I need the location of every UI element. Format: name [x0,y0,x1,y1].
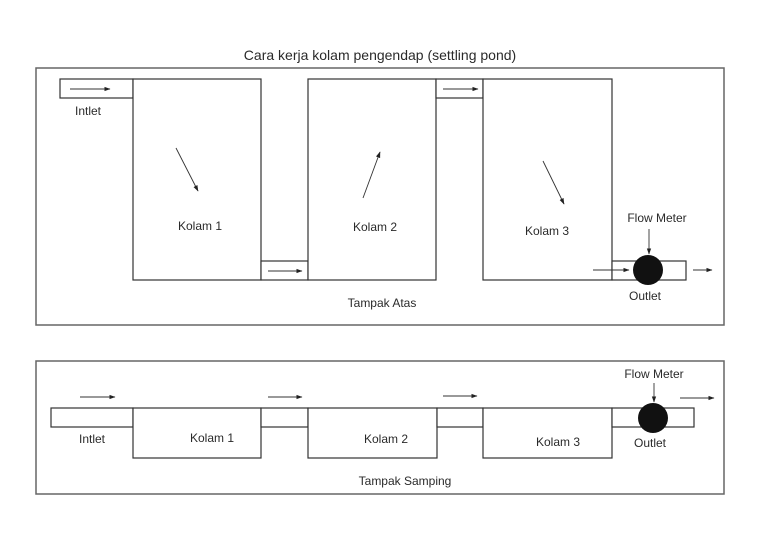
side-connector-1-2 [260,407,309,428]
side-outlet-label: Outlet [634,436,667,450]
side-pond-3 [482,407,613,459]
top-connector-2-3 [435,78,484,99]
top-inlet-pipe [59,78,134,99]
top-connector-1-2 [260,260,309,281]
top-pond-3-flow-arrow-icon [542,160,565,205]
side-view-caption: Tampak Samping [359,474,452,488]
side-flow-meter-icon [638,403,668,433]
top-flow-meter-icon [633,255,663,285]
side-inlet-label: Intlet [79,432,106,446]
diagram-title: Cara kerja kolam pengendap (settling pon… [244,47,516,63]
side-connector-2-3 [436,407,484,428]
side-pond-2-label: Kolam 2 [364,432,408,446]
top-pond-1-label: Kolam 1 [178,219,222,233]
side-pond-1-label: Kolam 1 [190,431,234,445]
top-view-frame [35,67,725,326]
top-pond-3-label: Kolam 3 [525,224,569,238]
side-view: Intlet Kolam 1 Kolam 2 Kolam 3 Flow Mete… [35,360,725,495]
top-view: Intlet Kolam 1 Kolam 2 Kolam 3 Flow Mete… [35,67,725,326]
side-pond-1 [132,407,262,459]
top-pond-1-flow-arrow-icon [175,147,199,192]
side-pond-3-label: Kolam 3 [536,435,580,449]
top-flow-meter-label: Flow Meter [627,211,686,225]
top-pond-2 [307,78,437,281]
top-pond-2-flow-arrow-icon [362,151,381,199]
side-flow-meter-label: Flow Meter [624,367,683,381]
side-pond-2 [307,407,438,459]
top-pond-2-label: Kolam 2 [353,220,397,234]
top-view-caption: Tampak Atas [348,296,417,310]
top-pond-1 [132,78,262,281]
side-view-frame [35,360,725,495]
top-inlet-label: Intlet [75,104,102,118]
top-outlet-label: Outlet [629,289,662,303]
side-inlet-pipe [50,407,134,428]
top-pond-3 [482,78,613,281]
